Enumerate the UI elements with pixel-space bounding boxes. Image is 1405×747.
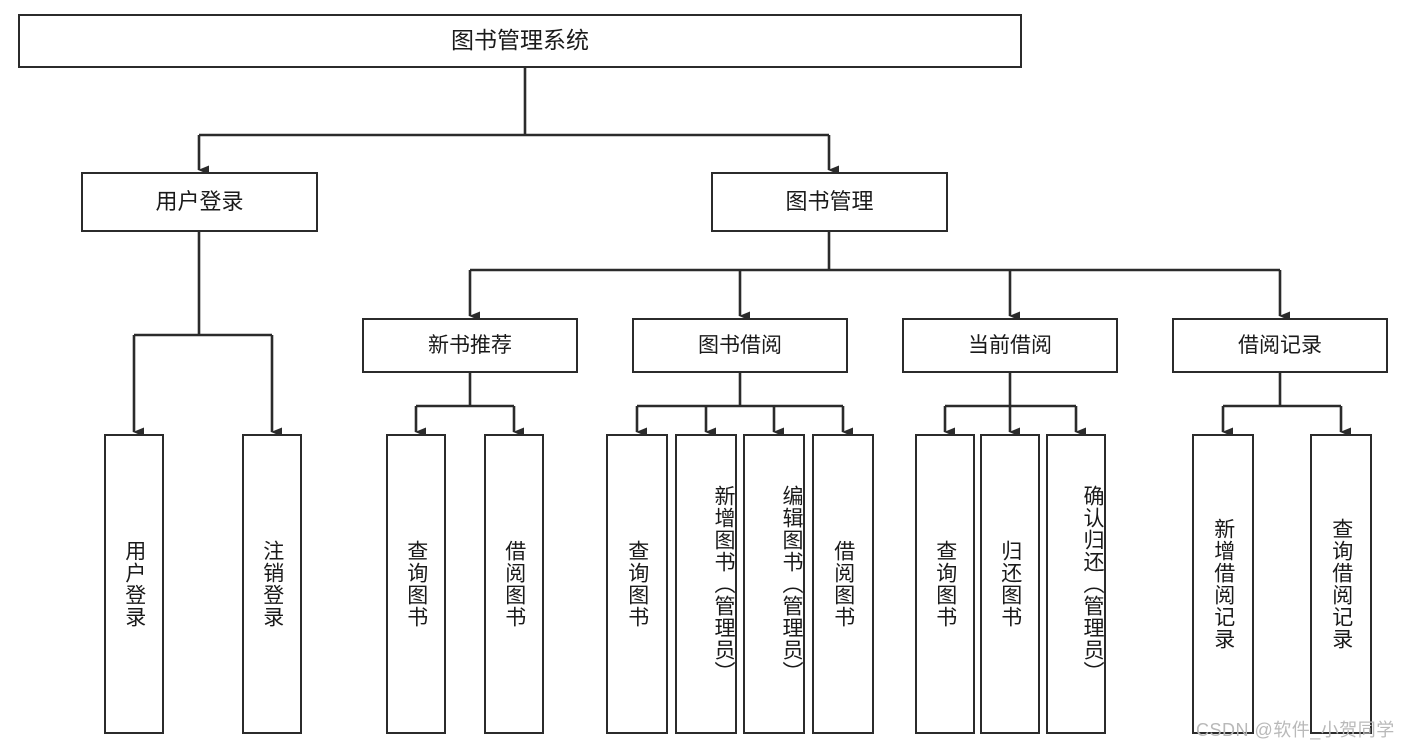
node-leaf-query-record-label: 查询借阅记录 bbox=[1329, 518, 1353, 650]
node-leaf-query-book-3[interactable]: 查询图书 bbox=[915, 434, 975, 734]
node-book-borrow-label: 图书借阅 bbox=[698, 333, 782, 357]
node-leaf-borrow-book-2[interactable]: 借阅图书 bbox=[812, 434, 874, 734]
node-leaf-return-book-label: 归还图书 bbox=[998, 540, 1022, 628]
node-user-login[interactable]: 用户登录 bbox=[81, 172, 318, 232]
node-leaf-query-book-3-label: 查询图书 bbox=[933, 540, 957, 628]
connector-level3-borrow-records bbox=[1221, 373, 1351, 437]
node-current-borrow[interactable]: 当前借阅 bbox=[902, 318, 1118, 373]
node-new-book-recommend-label: 新书推荐 bbox=[428, 333, 512, 357]
node-book-borrow[interactable]: 图书借阅 bbox=[632, 318, 848, 373]
node-leaf-add-record[interactable]: 新增借阅记录 bbox=[1192, 434, 1254, 734]
node-leaf-return-book[interactable]: 归还图书 bbox=[980, 434, 1040, 734]
node-leaf-user-login-label: 用户登录 bbox=[122, 540, 146, 628]
node-leaf-borrow-book-1[interactable]: 借阅图书 bbox=[484, 434, 544, 734]
node-book-management-label: 图书管理 bbox=[785, 188, 874, 214]
node-leaf-query-book-2-label: 查询图书 bbox=[625, 540, 649, 628]
node-leaf-user-login[interactable]: 用户登录 bbox=[104, 434, 164, 734]
node-leaf-borrow-book-1-label: 借阅图书 bbox=[502, 540, 526, 628]
node-leaf-query-book-1[interactable]: 查询图书 bbox=[386, 434, 446, 734]
node-leaf-edit-book-label: 编辑图书（管理员） bbox=[780, 485, 803, 683]
node-user-login-label: 用户登录 bbox=[155, 188, 244, 214]
node-leaf-query-book-2[interactable]: 查询图书 bbox=[606, 434, 668, 734]
connector-level2-book-management bbox=[468, 232, 1290, 321]
node-leaf-borrow-book-2-label: 借阅图书 bbox=[831, 540, 855, 628]
node-leaf-add-book[interactable]: 新增图书（管理员） bbox=[675, 434, 737, 734]
node-root-label: 图书管理系统 bbox=[451, 27, 589, 54]
connector-level3-new-book-recommend bbox=[414, 373, 524, 437]
csdn-watermark: CSDN @软件_小贺同学 bbox=[1196, 720, 1395, 740]
node-leaf-add-record-label: 新增借阅记录 bbox=[1211, 518, 1235, 650]
node-book-management[interactable]: 图书管理 bbox=[711, 172, 948, 232]
node-root[interactable]: 图书管理系统 bbox=[18, 14, 1022, 68]
connector-level3-book-borrow bbox=[635, 373, 853, 437]
node-leaf-logout-login[interactable]: 注销登录 bbox=[242, 434, 302, 734]
connector-root-to-level2 bbox=[197, 68, 839, 175]
node-new-book-recommend[interactable]: 新书推荐 bbox=[362, 318, 578, 373]
node-leaf-query-record[interactable]: 查询借阅记录 bbox=[1310, 434, 1372, 734]
node-leaf-query-book-1-label: 查询图书 bbox=[404, 540, 428, 628]
node-borrow-records[interactable]: 借阅记录 bbox=[1172, 318, 1388, 373]
node-leaf-confirm-return[interactable]: 确认归还（管理员） bbox=[1046, 434, 1106, 734]
connector-level3-current-borrow bbox=[943, 373, 1086, 437]
node-borrow-records-label: 借阅记录 bbox=[1238, 333, 1322, 357]
node-current-borrow-label: 当前借阅 bbox=[968, 333, 1052, 357]
node-leaf-add-book-label: 新增图书（管理员） bbox=[712, 485, 735, 683]
node-leaf-edit-book[interactable]: 编辑图书（管理员） bbox=[743, 434, 805, 734]
node-leaf-confirm-return-label: 确认归还（管理员） bbox=[1081, 485, 1104, 683]
connector-level2-user-login bbox=[132, 232, 282, 437]
node-leaf-logout-login-label: 注销登录 bbox=[260, 540, 284, 628]
